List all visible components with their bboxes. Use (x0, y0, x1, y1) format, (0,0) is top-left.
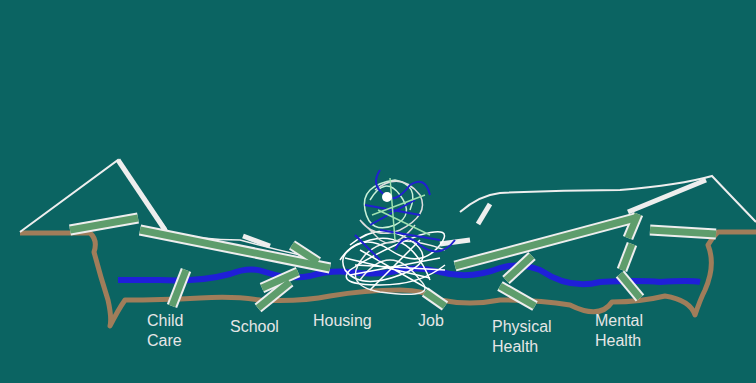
plank-outline (455, 218, 635, 266)
plank-outline (622, 244, 632, 270)
plank-outline (262, 272, 298, 288)
mountain-outline (20, 160, 168, 232)
tangle (340, 170, 455, 294)
plank-outline (650, 230, 716, 234)
pillar-label: Mental Health (595, 311, 655, 351)
plank (425, 292, 445, 306)
plank (292, 245, 318, 262)
broken-bar (628, 180, 706, 212)
tangle-line (372, 178, 430, 240)
tangle-line (355, 230, 455, 260)
plank (622, 244, 632, 270)
plank (500, 286, 535, 306)
tangle-line (364, 180, 412, 228)
plank-outline (500, 286, 535, 306)
plank-outline (506, 256, 532, 280)
plank-outline (70, 218, 138, 230)
planks (70, 214, 716, 308)
plank (650, 230, 716, 234)
plank (140, 230, 330, 268)
broken-bar (243, 236, 270, 246)
riverbed (20, 232, 756, 326)
pillar-label: Physical Health (492, 317, 558, 357)
pillar-label: Housing (313, 311, 393, 331)
plank-outline (172, 270, 186, 306)
plank (506, 256, 532, 280)
plank-outline (425, 292, 445, 306)
plank (262, 272, 298, 288)
plank-fills (70, 214, 716, 308)
broken-bar (478, 204, 490, 224)
tangle-knot (382, 192, 392, 202)
plank (620, 274, 640, 298)
plank (455, 218, 635, 266)
plank-outlines (70, 214, 716, 308)
pillar-label: Child Care (147, 311, 195, 351)
plank-outline (620, 274, 640, 298)
plank-outline (140, 230, 330, 268)
plank (70, 218, 138, 230)
plank (172, 270, 186, 306)
mountain-outline (460, 176, 756, 222)
pillar-label: Job (418, 311, 468, 331)
plank (628, 214, 638, 238)
pillar-label: School (230, 317, 300, 337)
tangle-line (345, 240, 445, 290)
broken-bars (118, 160, 706, 246)
